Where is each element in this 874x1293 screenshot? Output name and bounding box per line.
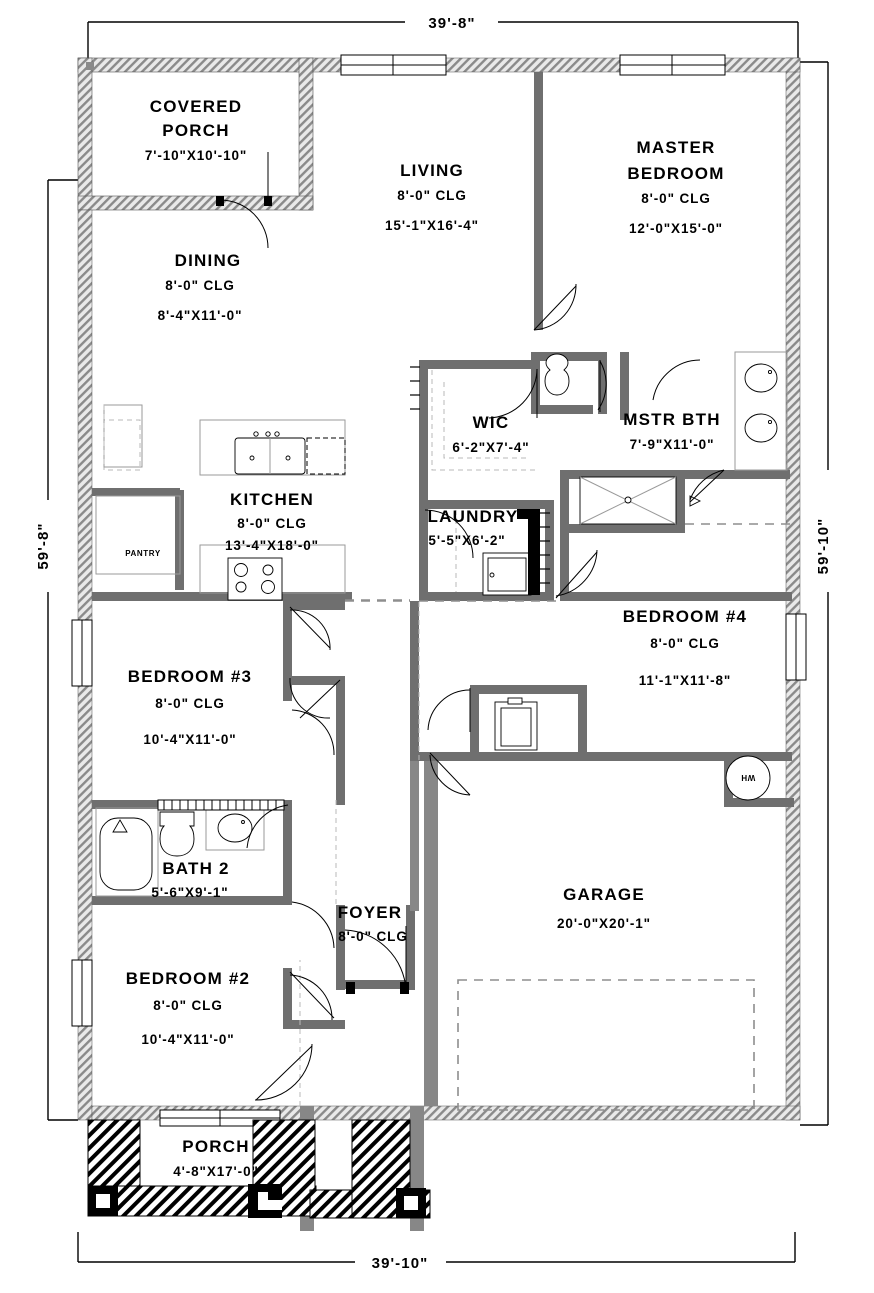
dimension-top: 39'-8"	[428, 15, 475, 32]
room-label-dining: DINING 8'-0" CLG 8'-4"X11'-0"	[158, 251, 243, 323]
sink-basin	[744, 363, 778, 393]
room-label-living: LIVING 8'-0" CLG 15'-1"X16'-4"	[385, 161, 479, 233]
room-labels: COVERED PORCH 7'-10"X10'-10" LIVING 8'-0…	[125, 97, 747, 1179]
room-label-garage: GARAGE 20'-0"X20'-1"	[557, 885, 651, 931]
room-label-wic: WIC 6'-2"X7'-4"	[452, 413, 529, 455]
bedroom3-size: 10'-4"X11'-0"	[143, 732, 236, 747]
water-heater	[725, 755, 771, 801]
bedroom4-name: BEDROOM #4	[623, 607, 747, 626]
bedroom4-ceiling: 8'-0" CLG	[650, 636, 719, 651]
dimension-bottom: 39'-10"	[372, 1255, 429, 1272]
room-label-bedroom2: BEDROOM #2 8'-0" CLG 10'-4"X11'-0"	[126, 969, 250, 1047]
bedroom3-name: BEDROOM #3	[128, 667, 252, 686]
bath2-name: BATH 2	[162, 859, 229, 878]
porch-size: 4'-8"X17'-0"	[173, 1164, 259, 1179]
pantry-label: PANTRY	[125, 549, 161, 558]
dining-ceiling: 8'-0" CLG	[165, 278, 234, 293]
kitchen-fixtures	[95, 404, 346, 601]
sink-basin	[217, 813, 253, 843]
front-porch-hatch	[87, 1119, 431, 1219]
bedroom2-size: 10'-4"X11'-0"	[141, 1032, 234, 1047]
laundry-size: 5'-5"X6'-2"	[428, 533, 505, 548]
garage-name: GARAGE	[563, 885, 645, 904]
room-label-kitchen: KITCHEN 8'-0" CLG 13'-4"X18'-0" PANTRY	[125, 490, 319, 558]
bathtub	[99, 817, 153, 891]
living-name: LIVING	[400, 161, 464, 180]
mstr-bth-name: MSTR BTH	[623, 410, 720, 429]
room-label-foyer: FOYER 8'-0" CLG	[338, 903, 407, 944]
master-size: 12'-0"X15'-0"	[629, 221, 723, 236]
toilet-master	[544, 353, 570, 396]
dimension-left: 59'-8"	[35, 522, 52, 569]
doors	[216, 152, 725, 1101]
porch-name: PORCH	[182, 1137, 249, 1156]
dining-size: 8'-4"X11'-0"	[158, 308, 243, 323]
dimension-lines: 39'-8" 39'-10" 59'-8" 59'-10"	[35, 15, 832, 1272]
kitchen-size: 13'-4"X18'-0"	[225, 538, 319, 553]
room-label-laundry: LAUNDRY 5'-5"X6'-2"	[428, 507, 519, 548]
room-label-mstr-bth: MSTR BTH 7'-9"X11'-0"	[623, 410, 720, 452]
garage-size: 20'-0"X20'-1"	[557, 916, 651, 931]
master-name-2: BEDROOM	[627, 164, 724, 183]
living-size: 15'-1"X16'-4"	[385, 218, 479, 233]
sink-basin	[744, 413, 778, 443]
bedroom4-size: 11'-1"X11'-8"	[639, 673, 731, 688]
room-label-master-bedroom: MASTER BEDROOM 8'-0" CLG 12'-0"X15'-0"	[627, 138, 724, 236]
water-heater-label: WH	[741, 773, 756, 782]
room-label-bedroom3: BEDROOM #3 8'-0" CLG 10'-4"X11'-0"	[128, 667, 252, 747]
master-name-1: MASTER	[637, 138, 716, 157]
master-ceiling: 8'-0" CLG	[641, 191, 710, 206]
living-ceiling: 8'-0" CLG	[397, 188, 466, 203]
covered-porch-size: 7'-10"X10'-10"	[145, 148, 247, 163]
covered-porch-name-2: PORCH	[162, 121, 229, 140]
wic-name: WIC	[473, 413, 510, 432]
mstr-bth-size: 7'-9"X11'-0"	[630, 437, 715, 452]
room-label-porch: PORCH 4'-8"X17'-0"	[173, 1137, 259, 1179]
bedroom2-ceiling: 8'-0" CLG	[153, 998, 222, 1013]
utility-fixtures: WH	[410, 366, 771, 801]
laundry-name: LAUNDRY	[428, 507, 519, 526]
wic-size: 6'-2"X7'-4"	[452, 440, 529, 455]
room-label-covered-porch: COVERED PORCH 7'-10"X10'-10"	[145, 97, 247, 163]
dimension-right: 59'-10"	[815, 518, 832, 575]
covered-porch-name-1: COVERED	[150, 97, 242, 116]
foyer-name: FOYER	[338, 903, 403, 922]
bath2-fixtures	[95, 799, 285, 897]
toilet-bath2	[159, 811, 195, 857]
room-label-bath2: BATH 2 5'-6"X9'-1"	[151, 859, 229, 900]
bedroom2-name: BEDROOM #2	[126, 969, 250, 988]
dining-name: DINING	[175, 251, 242, 270]
windows	[71, 54, 807, 1127]
bedroom3-ceiling: 8'-0" CLG	[155, 696, 224, 711]
master-bath-fixtures	[544, 351, 788, 525]
kitchen-name: KITCHEN	[230, 490, 314, 509]
room-label-bedroom4: BEDROOM #4 8'-0" CLG 11'-1"X11'-8"	[623, 607, 747, 688]
bath2-size: 5'-6"X9'-1"	[151, 885, 228, 900]
foyer-ceiling: 8'-0" CLG	[338, 929, 407, 944]
kitchen-ceiling: 8'-0" CLG	[237, 516, 306, 531]
range	[227, 557, 283, 601]
